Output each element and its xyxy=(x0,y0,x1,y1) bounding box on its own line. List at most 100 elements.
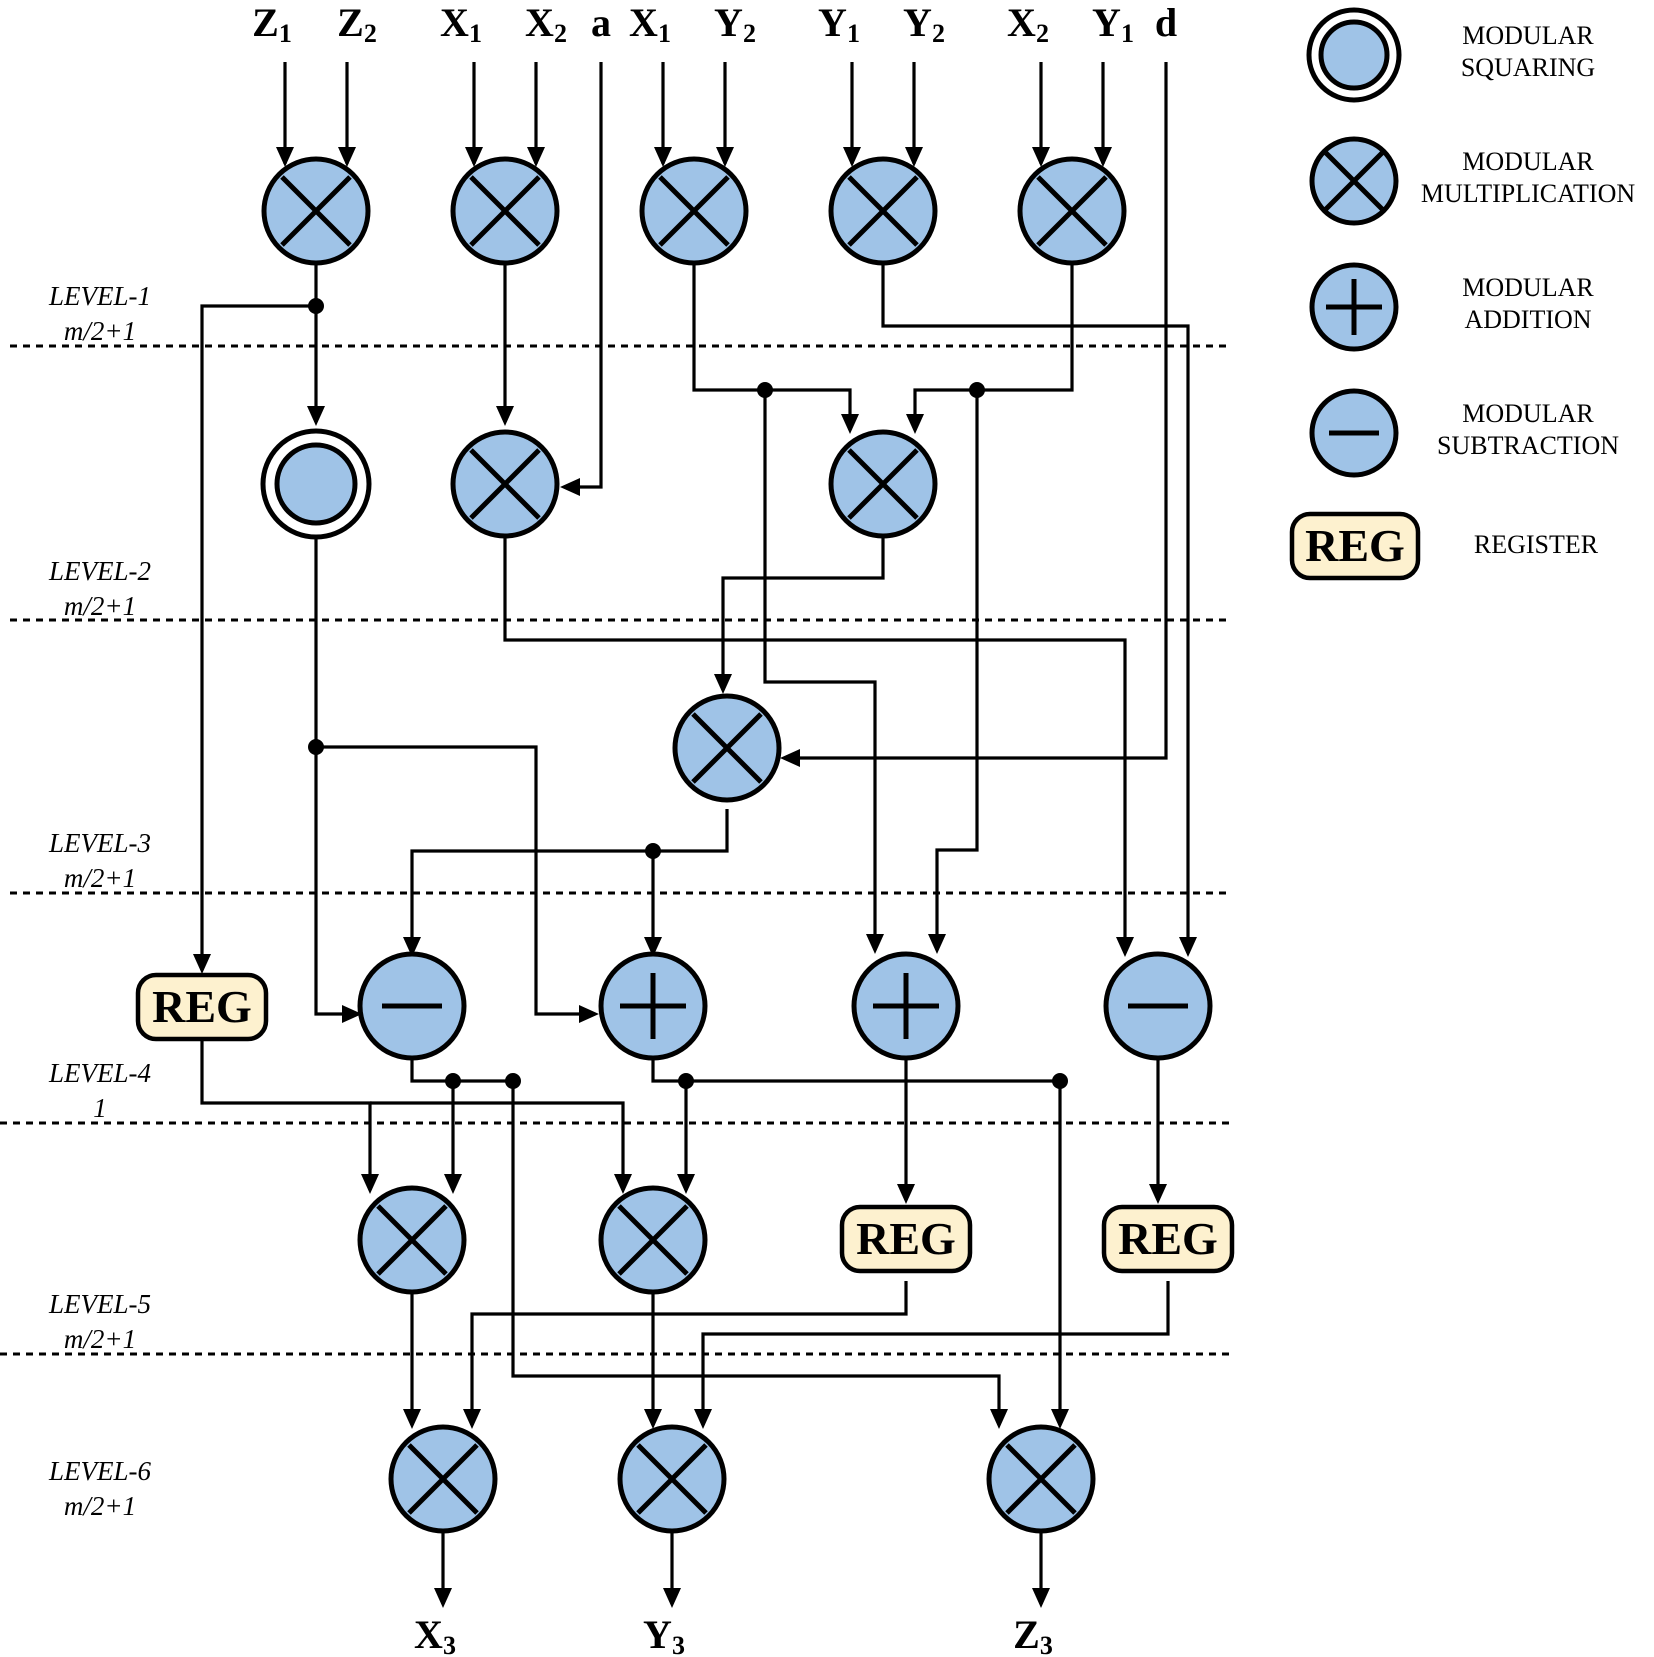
add-node-2 xyxy=(851,951,961,1061)
mul-node-z1z2 xyxy=(261,156,371,266)
arrowhead xyxy=(579,1005,599,1023)
legend-subtraction-line1: MODULAR xyxy=(1462,399,1594,428)
level-3-nodes xyxy=(672,693,782,803)
arrowheads xyxy=(193,147,1197,1608)
input-label-y2: Y2 xyxy=(714,0,756,48)
output-label-x3: X3 xyxy=(414,1612,456,1657)
input-label-a: a xyxy=(591,0,611,45)
legend-subtraction-line2: SUBTRACTION xyxy=(1437,431,1619,460)
arrowhead xyxy=(434,1588,452,1608)
level-5-latency: m/2+1 xyxy=(64,1324,136,1354)
legend-multiplication-line2: MULTIPLICATION xyxy=(1421,179,1635,208)
arrowhead xyxy=(644,1409,662,1429)
wire-d xyxy=(788,62,1168,760)
junction-dot xyxy=(445,1073,461,1089)
level-1-nodes xyxy=(261,156,1127,266)
mul-node-y1y2 xyxy=(828,156,938,266)
junction-dot xyxy=(1052,1073,1068,1089)
arrowhead xyxy=(843,147,861,167)
register-level-5-b: REG xyxy=(1101,1204,1235,1274)
output-labels: X3 Y3 Z3 xyxy=(414,1612,1053,1657)
arrowhead xyxy=(276,147,294,167)
arrowhead xyxy=(716,147,734,167)
wire-ax1x2 xyxy=(503,537,1127,953)
wire-dprod xyxy=(410,809,729,953)
legend-squaring-line2: SQUARING xyxy=(1461,53,1595,82)
legend: MODULAR SQUARING MODULAR MULTIPLICATION … xyxy=(1289,7,1635,581)
level-3-latency: m/2+1 xyxy=(64,863,136,893)
register-label: REG xyxy=(152,981,252,1032)
arrowhead xyxy=(496,406,514,426)
arrowhead xyxy=(780,749,800,767)
mul-node-x1x2 xyxy=(450,156,560,266)
arrowhead xyxy=(1116,937,1134,957)
arrowhead xyxy=(905,147,923,167)
arrowhead xyxy=(677,1174,695,1194)
arrowhead xyxy=(1032,147,1050,167)
level-4-name: LEVEL-4 xyxy=(48,1058,151,1088)
wire-y1y2 xyxy=(881,264,1190,953)
wire-a xyxy=(570,62,603,489)
arrowhead xyxy=(403,1409,421,1429)
legend-item-register: REG REGISTER xyxy=(1289,511,1599,581)
input-label-y1: Y1 xyxy=(818,0,860,48)
wire-reg3-out xyxy=(701,1281,1170,1425)
input-label-y2-b: Y2 xyxy=(903,0,945,48)
level-5-name: LEVEL-5 xyxy=(48,1289,151,1319)
level-3-name: LEVEL-3 xyxy=(48,828,151,858)
wire-add1-out xyxy=(651,1057,1060,1083)
arrowhead xyxy=(990,1409,1008,1429)
mul-node-y3 xyxy=(617,1424,727,1534)
sub-node-1 xyxy=(357,951,467,1061)
wire-x2y1-branch xyxy=(935,390,979,950)
wire-sub1-z3 xyxy=(511,1081,1001,1425)
input-label-x2-b: X2 xyxy=(1007,0,1049,48)
legend-addition-line2: ADDITION xyxy=(1464,305,1591,334)
wire-reg1-branch xyxy=(370,1101,625,1190)
arrowhead xyxy=(361,1174,379,1194)
level-4-nodes: REG xyxy=(135,951,1213,1061)
mul-node-x3 xyxy=(388,1424,498,1534)
mul-node-d xyxy=(672,693,782,803)
arrowhead xyxy=(644,937,662,957)
junction-dot xyxy=(645,843,661,859)
arrowhead xyxy=(338,147,356,167)
arrowhead xyxy=(928,934,946,954)
arrowhead xyxy=(1179,937,1197,957)
arrowhead xyxy=(614,1174,632,1194)
arrowhead xyxy=(906,414,924,434)
arrowhead xyxy=(465,147,483,167)
mul-node-cross xyxy=(828,429,938,539)
arrowhead xyxy=(654,147,672,167)
input-label-d: d xyxy=(1155,0,1177,45)
wire-square-branch xyxy=(316,745,592,1016)
level-2-nodes xyxy=(260,428,938,540)
mul-node-level-5-b xyxy=(598,1185,708,1295)
wire-square-out xyxy=(314,537,355,1016)
register-label: REG xyxy=(856,1213,956,1264)
arrowhead xyxy=(1094,147,1112,167)
level-2-name: LEVEL-2 xyxy=(48,556,151,586)
arrowhead xyxy=(841,414,859,434)
wire-cross xyxy=(721,537,885,690)
arrowhead xyxy=(403,937,421,957)
legend-item-subtraction: MODULAR SUBTRACTION xyxy=(1309,388,1619,478)
output-label-z3: Z3 xyxy=(1013,1612,1053,1657)
input-label-z1: Z1 xyxy=(252,0,292,48)
arrowhead xyxy=(866,934,884,954)
input-label-x1-b: X1 xyxy=(629,0,671,48)
wires xyxy=(200,62,1190,1604)
level-6-name: LEVEL-6 xyxy=(48,1456,152,1486)
junction-dot xyxy=(308,739,324,755)
level-6-nodes xyxy=(388,1424,1096,1534)
mul-node-x1y2 xyxy=(639,156,749,266)
add-node-1 xyxy=(598,951,708,1061)
arrowhead xyxy=(694,1409,712,1429)
junction-dot xyxy=(308,298,324,314)
legend-squaring-line1: MODULAR xyxy=(1462,21,1594,50)
arrowhead xyxy=(1149,1184,1167,1204)
arrowhead xyxy=(444,1174,462,1194)
register-label: REG xyxy=(1118,1213,1218,1264)
arrowhead xyxy=(342,1005,362,1023)
